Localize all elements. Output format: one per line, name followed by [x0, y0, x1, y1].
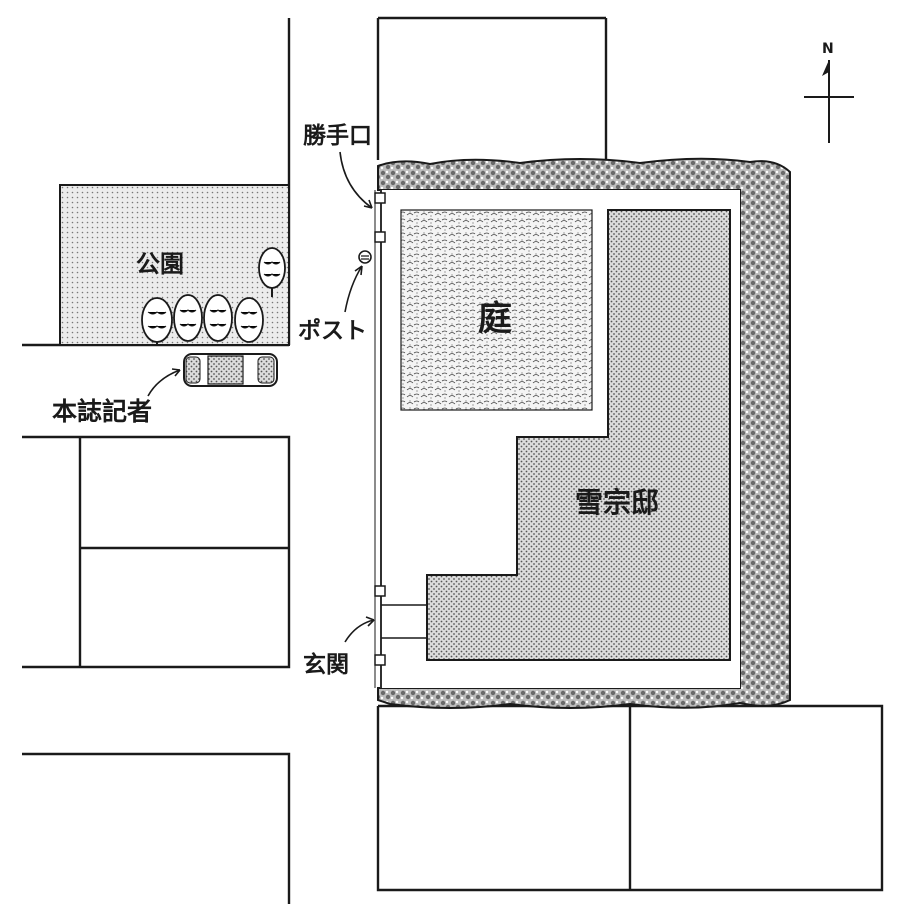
garden-label: 庭: [478, 299, 512, 339]
park-trees: [141, 247, 286, 344]
compass-cross-icon: [804, 60, 854, 143]
post-icon: [358, 250, 372, 264]
hedge-wall: [377, 157, 791, 709]
tree-icon: [141, 297, 173, 344]
south-lots-outline: [376, 704, 884, 892]
block-outline-southwest: [22, 752, 291, 904]
residence-building: [426, 209, 731, 661]
garden-area: [400, 209, 593, 411]
reporter-car: 本誌記者: [52, 353, 278, 426]
tree-icon: [258, 247, 286, 297]
tree-icon: [173, 294, 203, 342]
north-label: N: [822, 41, 834, 57]
compass: N: [804, 41, 854, 143]
hedge-band: [377, 157, 791, 709]
garden: 庭: [400, 209, 593, 411]
back-gate-pointer-arrow: [339, 151, 373, 209]
tree-icon: [203, 294, 233, 342]
fence-posts: [374, 192, 386, 666]
north-lot-outline: [376, 16, 608, 160]
park-label: 公園: [136, 250, 184, 278]
reporter-pointer-arrow: [147, 369, 181, 397]
post-box: ポスト: [298, 250, 372, 344]
north-arrow-icon: [822, 60, 829, 76]
entrance-path: [381, 604, 427, 639]
back-gate: 勝手口: [303, 122, 373, 209]
post-label: ポスト: [298, 317, 367, 344]
left-roads: [22, 18, 291, 904]
entrance-pointer-arrow: [344, 619, 375, 643]
reporter-label: 本誌記者: [52, 397, 152, 426]
block-outline-west: [22, 435, 291, 669]
residence: 雪宗邸: [426, 209, 731, 661]
tree-icon: [234, 297, 264, 343]
post-pointer-arrow: [344, 265, 363, 313]
entrance: 玄関: [303, 616, 375, 678]
back-gate-label: 勝手口: [303, 122, 372, 149]
park: 公園: [59, 184, 290, 346]
entrance-label: 玄関: [303, 651, 349, 678]
residence-label: 雪宗邸: [575, 486, 659, 519]
